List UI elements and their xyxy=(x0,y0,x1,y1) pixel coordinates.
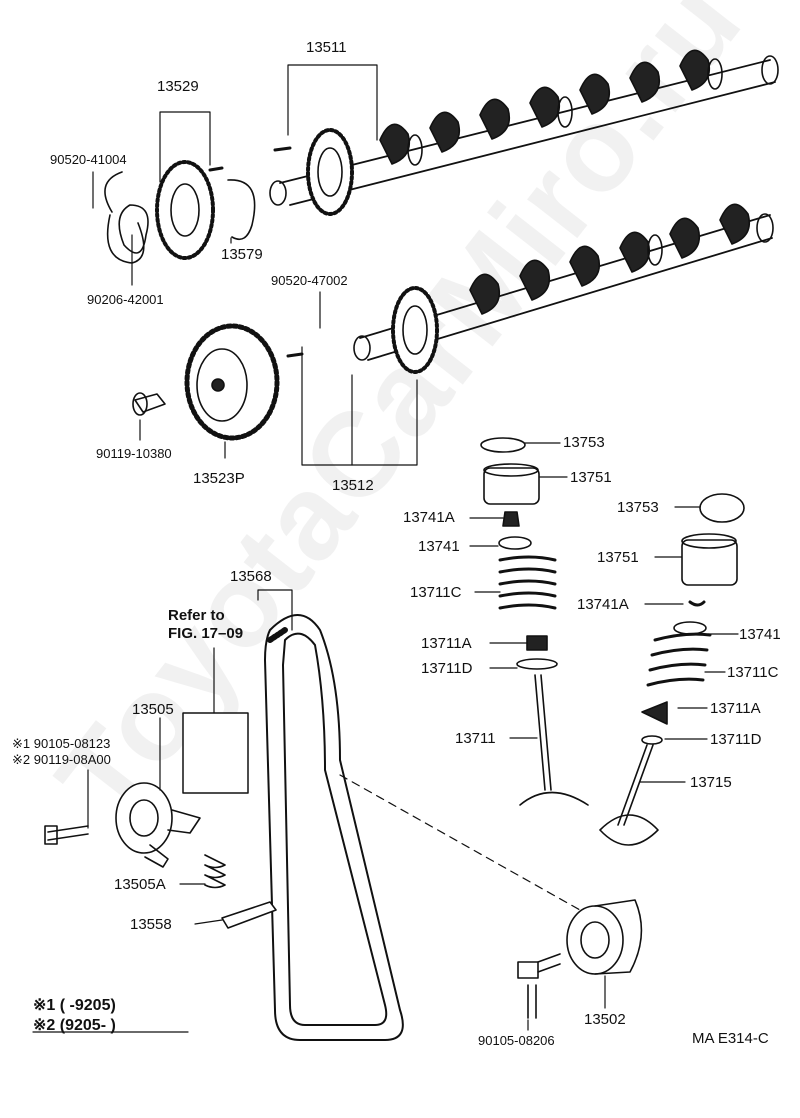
label-90520-47002: 90520-47002 xyxy=(271,273,348,288)
label-13741A-right: 13741A xyxy=(577,596,629,613)
label-13711A-right: 13711A xyxy=(710,700,761,717)
footnote-2: ※2 (9205- ) xyxy=(33,1016,116,1035)
label-13711C-left: 13711C xyxy=(410,584,462,601)
label-13715: 13715 xyxy=(690,774,732,791)
label-90105-08206: 90105-08206 xyxy=(478,1033,555,1048)
label-13529: 13529 xyxy=(157,78,199,95)
diagram-code: MA E314-C xyxy=(692,1030,769,1047)
leader-lines xyxy=(32,64,739,1033)
label-13711: 13711 xyxy=(455,730,496,747)
footnote-1-range: ( -9205) xyxy=(59,997,116,1014)
upper-camshaft xyxy=(269,49,779,216)
label-13711D-left: 13711D xyxy=(421,660,473,677)
valve-train-left xyxy=(480,437,589,806)
timing-pulley xyxy=(132,323,280,441)
label-13741-right: 13741 xyxy=(739,626,781,643)
refer-note-line2: FIG. 17–09 xyxy=(168,625,244,642)
label-13558: 13558 xyxy=(130,916,172,933)
label-13523P: 13523P xyxy=(193,470,245,487)
lower-camshaft xyxy=(286,203,774,374)
label-13741-left: 13741 xyxy=(418,538,460,555)
label-13505: 13505 xyxy=(132,701,174,718)
label-13751-left: 13751 xyxy=(570,469,612,486)
footnote-1: ※1 ( -9205) xyxy=(33,996,116,1015)
label-13568: 13568 xyxy=(230,568,272,585)
label-13711C-right: 13711C xyxy=(727,664,779,681)
label-90520-41004: 90520-41004 xyxy=(50,152,127,167)
timing-belt xyxy=(264,614,404,1041)
label-13741A-left: 13741A xyxy=(403,509,455,526)
label-90206-42001: 90206-42001 xyxy=(87,292,164,307)
label-13505A: 13505A xyxy=(114,876,166,893)
label-13512: 13512 xyxy=(332,477,374,494)
label-13753-right: 13753 xyxy=(617,499,659,516)
label-13753-left: 13753 xyxy=(563,434,605,451)
label-13502: 13502 xyxy=(584,1011,626,1028)
label-13579: 13579 xyxy=(221,246,263,263)
label-90119-08A00: ※2 90119-08A00 xyxy=(12,752,111,767)
label-13711D-right: 13711D xyxy=(710,731,762,748)
tensioner xyxy=(44,712,277,929)
idler-pulley xyxy=(517,899,643,1019)
valve-train-right xyxy=(599,493,745,846)
footnote-2-mark: ※2 xyxy=(33,1017,56,1034)
label-90105-08123: ※1 90105-08123 xyxy=(12,736,111,751)
label-13511: 13511 xyxy=(306,39,347,56)
label-13751-right: 13751 xyxy=(597,549,639,566)
label-13711A-left: 13711A xyxy=(421,635,472,652)
label-90119-10380: 90119-10380 xyxy=(96,446,172,461)
refer-note-line1: Refer to xyxy=(168,607,225,624)
footnote-1-mark: ※1 xyxy=(33,997,56,1014)
footnote-2-range: (9205- ) xyxy=(59,1017,116,1034)
